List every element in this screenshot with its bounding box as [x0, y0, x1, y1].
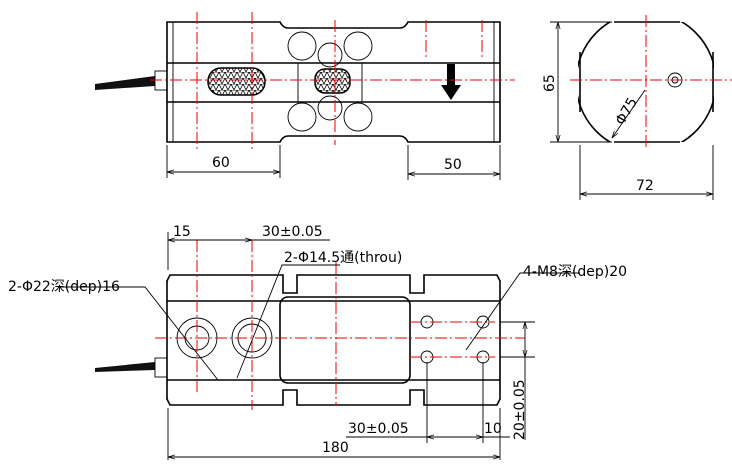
knurled-gauge: [314, 68, 351, 94]
dim-50: 50: [444, 157, 462, 173]
label-threads: 4-M8深(dep)20: [523, 264, 627, 280]
label-counterbore: 2-Φ22深(dep)16: [8, 279, 120, 295]
dim-pitch-top: 30±0.05: [262, 224, 323, 240]
center-pocket: [279, 296, 411, 384]
cable-bottom: [95, 362, 155, 372]
dim-60: 60: [212, 155, 230, 171]
cable: [95, 76, 155, 90]
dim-180: 180: [322, 440, 349, 456]
knurled-label: [207, 67, 266, 96]
dim-phi75: Φ75: [613, 95, 641, 128]
side-view: Φ75 65 72: [542, 15, 732, 200]
dim-15: 15: [173, 224, 191, 240]
dim-10: 10: [484, 421, 502, 437]
load-arrow-icon: [441, 64, 461, 100]
bottom-body-outline: [166, 274, 501, 406]
sensing-holes: [287, 31, 373, 132]
m8-holes: [420, 315, 490, 364]
label-through: 2-Φ14.5通(throu): [284, 250, 402, 266]
dim-72: 72: [636, 178, 654, 194]
dim-20: 20±0.05: [512, 379, 528, 440]
top-view: 60 50: [95, 12, 515, 180]
bottom-view: 15 30±0.05 2-Φ22深(dep)16 2-Φ14.5通(throu)…: [8, 224, 627, 460]
dim-65: 65: [542, 74, 558, 92]
top-body-outline: [166, 21, 501, 143]
dim-pitch-bottom: 30±0.05: [348, 421, 409, 437]
